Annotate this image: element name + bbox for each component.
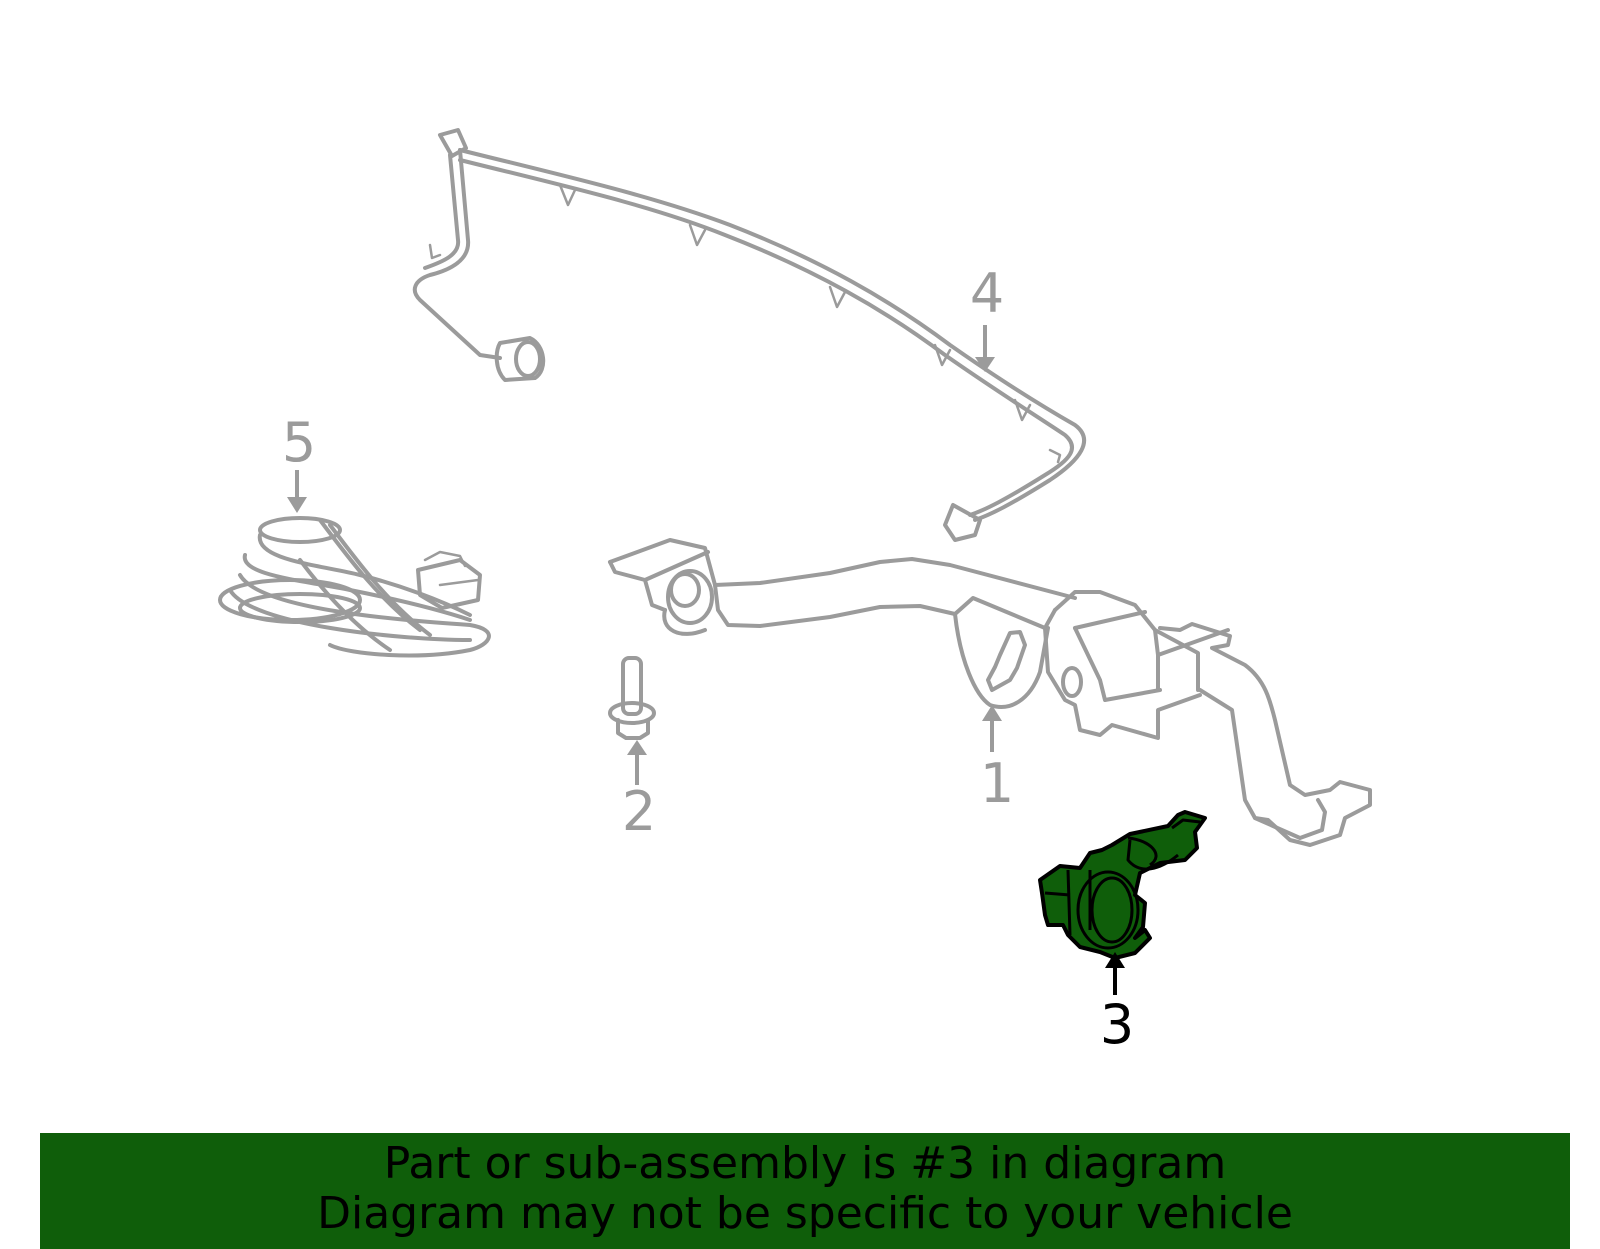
callout-4: 4 <box>970 262 1004 325</box>
callout-5: 5 <box>282 411 316 474</box>
part-4-wiring-harness <box>412 128 1087 542</box>
footer-banner: Part or sub-assembly is #3 in diagram Di… <box>40 1133 1570 1249</box>
callout-labels: 4 5 2 1 3 <box>282 262 1134 1056</box>
callout-arrows <box>287 325 1125 995</box>
footer-line-1: Part or sub-assembly is #3 in diagram <box>383 1138 1227 1189</box>
part-1-hitch-bracket <box>608 538 1372 847</box>
footer-line-2: Diagram may not be specific to your vehi… <box>317 1188 1293 1239</box>
callout-3: 3 <box>1100 993 1134 1056</box>
part-2-bolt <box>608 656 656 740</box>
callout-2: 2 <box>622 780 656 843</box>
part-3-highlighted-bracket <box>1038 810 1207 960</box>
callout-1: 1 <box>980 752 1014 815</box>
part-5-coiled-harness <box>218 516 491 658</box>
